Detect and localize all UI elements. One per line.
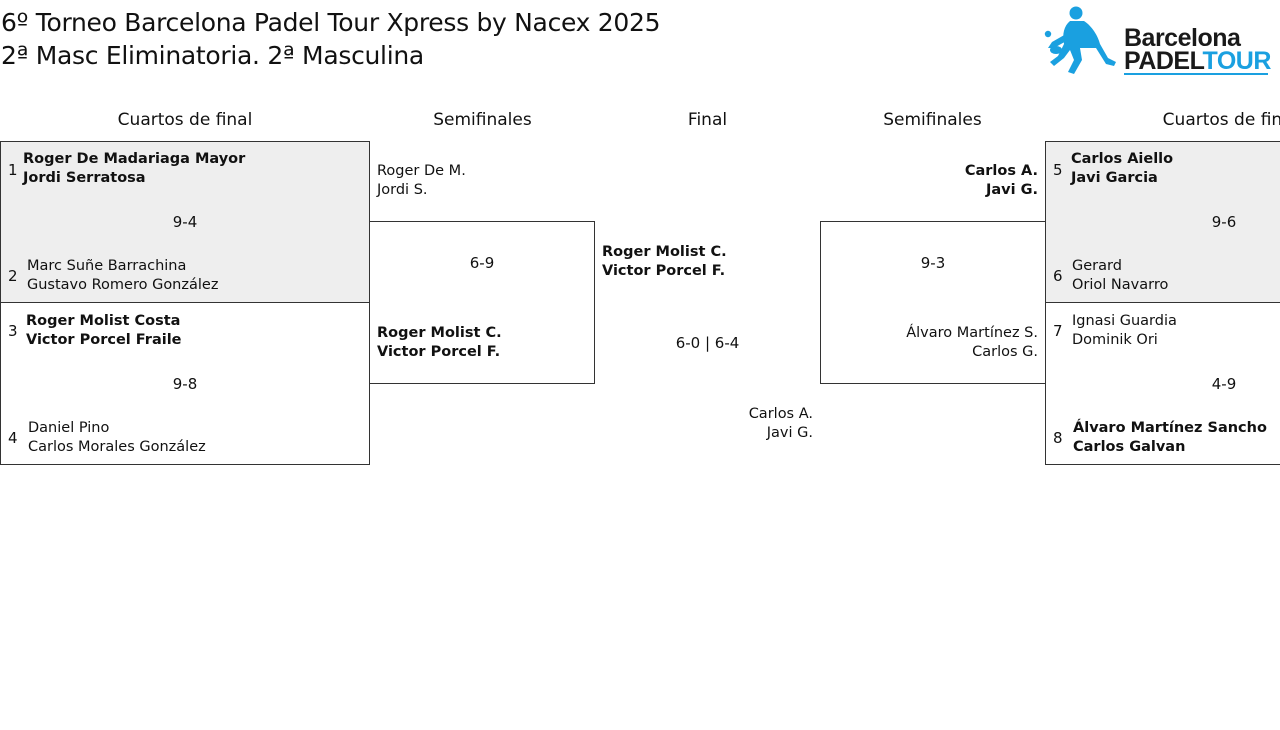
barcelona-padel-tour-logo: Barcelona PADELTOUR bbox=[1040, 4, 1272, 78]
team-player-1: Álvaro Martínez Sancho bbox=[1073, 420, 1267, 436]
team-player-2: Gustavo Romero González bbox=[27, 277, 219, 293]
match-qf-left-1: 1 Roger De Madariaga Mayor Jordi Serrato… bbox=[0, 141, 370, 303]
match-score: 4-9 bbox=[1211, 375, 1237, 393]
logo-word-padel: PADEL bbox=[1124, 47, 1203, 75]
round-header-qf-right: Cuartos de final bbox=[1162, 110, 1280, 130]
team-player-1: Roger De Madariaga Mayor bbox=[23, 151, 246, 167]
seed-number: 1 bbox=[8, 161, 18, 179]
team-player-2: Victor Porcel Fraile bbox=[26, 332, 182, 348]
team-player-1: Roger Molist Costa bbox=[26, 313, 181, 329]
match-qf-left-2: 3 Roger Molist Costa Victor Porcel Frail… bbox=[0, 302, 370, 465]
sf-right-team-a-player-1: Carlos A. bbox=[964, 163, 1038, 179]
match-score: 9-8 bbox=[172, 375, 198, 393]
round-header-sf-right: Semifinales bbox=[883, 110, 982, 130]
final-team-b-player-1: Carlos A. bbox=[748, 406, 813, 422]
team-player-1: Daniel Pino bbox=[28, 420, 110, 436]
match-score: 9-4 bbox=[172, 213, 198, 231]
round-header-sf-left: Semifinales bbox=[433, 110, 532, 130]
round-header-qf-left: Cuartos de final bbox=[117, 110, 253, 130]
seed-number: 7 bbox=[1053, 322, 1063, 340]
logo-word-tour: TOUR bbox=[1202, 47, 1272, 75]
team-player-1: Gerard bbox=[1072, 258, 1122, 274]
team-player-1: Roger Molist C. bbox=[377, 325, 502, 341]
round-header-final: Final bbox=[687, 110, 728, 130]
match-score: 9-3 bbox=[920, 254, 946, 272]
team-player-1: Marc Suñe Barrachina bbox=[27, 258, 187, 274]
team-player-2: Javi Garcia bbox=[1071, 170, 1158, 186]
seed-number: 4 bbox=[8, 429, 18, 447]
seed-number: 3 bbox=[8, 322, 18, 340]
team-player-2: Dominik Ori bbox=[1072, 332, 1158, 348]
match-score: 6-9 bbox=[469, 254, 495, 272]
match-score: 9-6 bbox=[1211, 213, 1237, 231]
padel-player-icon bbox=[1044, 6, 1116, 74]
final-team-a-player-1: Roger Molist C. bbox=[602, 244, 727, 260]
logo-word-barcelona: Barcelona bbox=[1124, 24, 1241, 52]
logo-underline bbox=[1124, 73, 1268, 75]
seed-number: 6 bbox=[1053, 267, 1063, 285]
match-sf-right: 9-3 Álvaro Martínez S. Carlos G. bbox=[820, 221, 1046, 384]
final-team-a-player-2: Victor Porcel F. bbox=[602, 263, 726, 279]
seed-number: 8 bbox=[1053, 429, 1063, 447]
sf-left-team-a-player-1: Roger De M. bbox=[377, 163, 466, 179]
team-player-2: Carlos G. bbox=[972, 344, 1038, 360]
tournament-title: 6º Torneo Barcelona Padel Tour Xpress by… bbox=[1, 8, 661, 37]
seed-number: 2 bbox=[8, 267, 18, 285]
team-player-1: Carlos Aiello bbox=[1071, 151, 1174, 167]
sf-left-team-a-player-2: Jordi S. bbox=[377, 182, 428, 198]
tournament-category: 2ª Masc Eliminatoria. 2ª Masculina bbox=[1, 41, 424, 70]
match-qf-right-1: 5 Carlos Aiello Javi Garcia 9-6 6 Gerard… bbox=[1045, 141, 1280, 303]
match-sf-left: 6-9 Roger Molist C. Victor Porcel F. bbox=[369, 221, 595, 384]
sf-right-team-a-player-2: Javi G. bbox=[985, 182, 1038, 198]
team-player-1: Ignasi Guardia bbox=[1072, 313, 1177, 329]
team-player-2: Carlos Morales González bbox=[28, 439, 206, 455]
match-qf-right-2: 7 Ignasi Guardia Dominik Ori 4-9 8 Álvar… bbox=[1045, 302, 1280, 465]
final-team-b-player-2: Javi G. bbox=[766, 425, 813, 441]
team-player-1: Álvaro Martínez S. bbox=[906, 325, 1038, 341]
team-player-2: Jordi Serratosa bbox=[23, 170, 146, 186]
final-score: 6-0 | 6-4 bbox=[675, 334, 740, 352]
team-player-2: Oriol Navarro bbox=[1072, 277, 1169, 293]
seed-number: 5 bbox=[1053, 161, 1063, 179]
team-player-2: Carlos Galvan bbox=[1073, 439, 1186, 455]
team-player-2: Victor Porcel F. bbox=[377, 344, 501, 360]
